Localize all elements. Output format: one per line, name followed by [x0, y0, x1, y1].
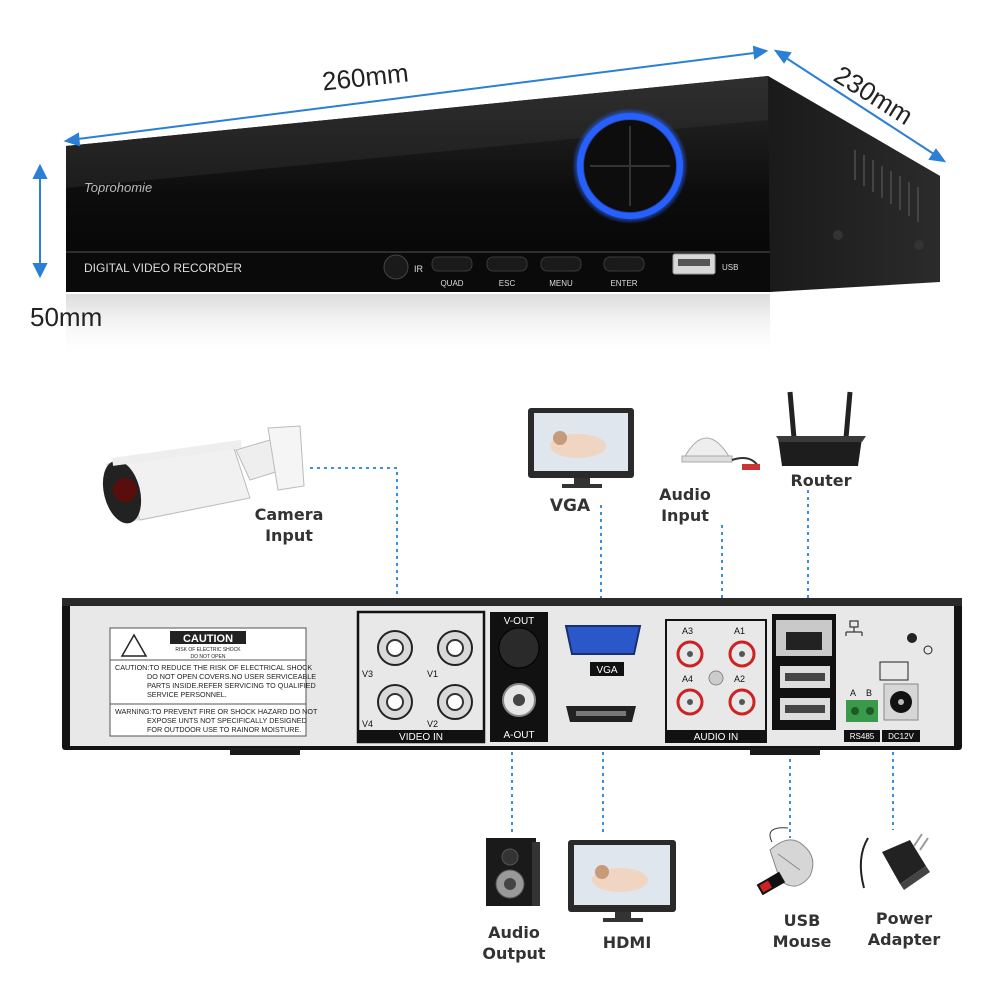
ir-label: IR: [414, 264, 424, 274]
power-adapter-illustration: [859, 833, 930, 890]
usb-label: USB: [722, 263, 738, 272]
vent-slots: [854, 150, 919, 222]
svg-text:A-OUT: A-OUT: [503, 730, 534, 741]
hdmi-label: HDMI: [602, 933, 652, 952]
vga-label: VGA: [549, 496, 591, 516]
rs485-terminal[interactable]: [846, 700, 878, 722]
svg-text:A1: A1: [734, 626, 745, 636]
svg-text:VIDEO IN: VIDEO IN: [399, 732, 443, 743]
svg-text:V1: V1: [427, 669, 438, 679]
svg-text:WARNING:TO PREVENT FIRE OR SHO: WARNING:TO PREVENT FIRE OR SHOCK HAZARD …: [115, 707, 318, 716]
svg-text:DC12V: DC12V: [888, 732, 914, 741]
connector-lines: [310, 467, 894, 838]
vout-aout-group: V-OUT A-OUT: [490, 612, 548, 742]
svg-text:V2: V2: [427, 719, 438, 729]
vga-monitor-illustration: [528, 408, 634, 488]
svg-text:EXPOSE UNTS NOT SPECIFICALLY D: EXPOSE UNTS NOT SPECIFICALLY DESIGNED: [147, 716, 307, 725]
menu-button[interactable]: [540, 256, 582, 272]
brand-logo: Toprohomie: [84, 180, 152, 195]
model-label: DIGITAL VIDEO RECORDER: [84, 261, 242, 275]
svg-text:AUDIO IN: AUDIO IN: [694, 732, 738, 743]
svg-text:V3: V3: [362, 669, 373, 679]
audio-input-mic-illustration: [681, 437, 760, 470]
dimension-lines: [32, 45, 947, 279]
svg-text:SERVICE PERSONNEL.: SERVICE PERSONNEL.: [147, 690, 227, 699]
dvr-reflection: [66, 294, 770, 360]
warning-icon: [120, 633, 148, 657]
svg-text:DO NOT OPEN: DO NOT OPEN: [191, 654, 226, 660]
dvr-side-face: [768, 76, 940, 292]
esc-label: ESC: [499, 279, 516, 288]
rs485-group: A B RS485: [844, 688, 880, 742]
quad-button[interactable]: [431, 256, 473, 272]
quad-label: QUAD: [440, 279, 463, 288]
caution-label: CAUTION RISK OF ELECTRIC SHOCK DO NOT OP…: [109, 627, 318, 737]
svg-text:A: A: [850, 688, 856, 698]
hdmi-monitor-illustration: [568, 840, 676, 922]
svg-text:A3: A3: [682, 626, 693, 636]
blue-ring: [577, 113, 683, 219]
svg-text:CAUTION: CAUTION: [183, 633, 233, 645]
svg-text:B: B: [866, 688, 872, 698]
back-panel-illustration: CAUTION RISK OF ELECTRIC SHOCK DO NOT OP…: [62, 391, 962, 922]
enter-label: ENTER: [610, 279, 637, 288]
router-label: Router: [790, 471, 852, 490]
svg-text:VGA: VGA: [596, 665, 617, 676]
video-in-group: VIDEO IN V3 V1 V4 V2: [356, 610, 486, 744]
svg-text:A4: A4: [682, 674, 693, 684]
enter-button[interactable]: [603, 256, 645, 272]
network-usb-group: [772, 614, 836, 730]
audio-in-group: AUDIO IN A3 A1 A4 A2: [665, 619, 767, 743]
audio-output-speaker-illustration: [486, 838, 540, 906]
svg-text:PARTS INSIDE.REFER SERVICING T: PARTS INSIDE.REFER SERVICING TO QUALIFIE…: [147, 681, 316, 690]
svg-text:RISK OF ELECTRIC SHOCK: RISK OF ELECTRIC SHOCK: [175, 647, 241, 653]
dc-power-group: DC12V: [879, 633, 933, 742]
camera-illustration: [102, 425, 305, 524]
network-icon: [845, 620, 863, 636]
router-illustration: [776, 391, 866, 466]
vga-port[interactable]: [564, 625, 642, 655]
menu-label: MENU: [549, 279, 573, 288]
svg-text:V-OUT: V-OUT: [504, 616, 535, 627]
vga-group: VGA: [564, 625, 642, 722]
dc-polarity-icon: [879, 661, 909, 681]
usb-mouse-illustration: [756, 827, 814, 896]
vout-port[interactable]: [498, 627, 540, 669]
svg-text:CAUTION:TO REDUCE THE RISK OF: CAUTION:TO REDUCE THE RISK OF ELECTRICAL…: [115, 663, 312, 672]
svg-text:DO NOT OPEN COVERS.NO USER SER: DO NOT OPEN COVERS.NO USER SERVICEABLE: [147, 672, 316, 681]
svg-text:FOR OUTDOOR USE TO RAINOR MOIS: FOR OUTDOOR USE TO RAINOR MOISTURE.: [147, 725, 301, 734]
dvr-front-illustration: Toprohomie DIGITAL VIDEO RECORDER IR QUA…: [32, 45, 947, 360]
svg-text:A2: A2: [734, 674, 745, 684]
ir-sensor-icon: [383, 254, 409, 280]
svg-text:V4: V4: [362, 719, 373, 729]
esc-button[interactable]: [486, 256, 528, 272]
height-dimension: 50mm: [30, 302, 103, 332]
svg-text:RS485: RS485: [850, 732, 875, 741]
